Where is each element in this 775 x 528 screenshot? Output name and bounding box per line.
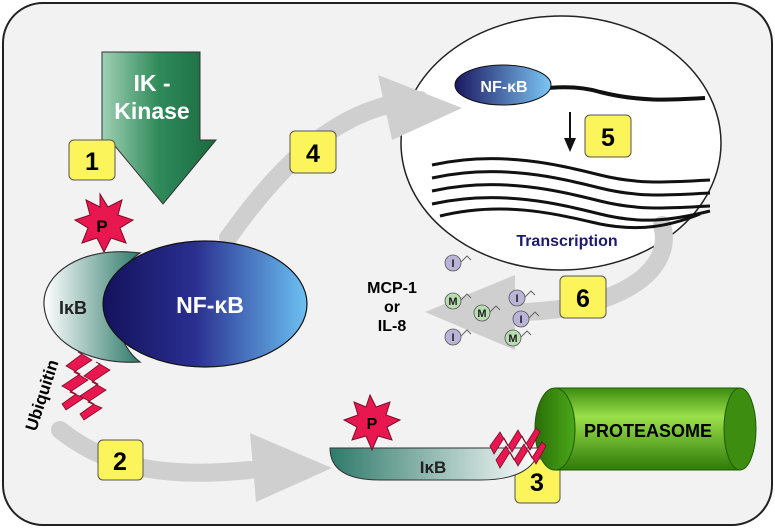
cytokine-i-3: I (512, 310, 530, 328)
svg-text:5: 5 (601, 124, 615, 152)
ikb-degrading: IκB (329, 447, 541, 481)
svg-text:IκB: IκB (420, 458, 446, 477)
ikb-label: IκB (59, 298, 87, 318)
kinase-label-line2: Kinase (114, 98, 189, 124)
down-arrow-icon (564, 112, 576, 152)
svg-text:P: P (96, 217, 107, 236)
phosphate-star-degrading: P (342, 393, 402, 452)
nfkb-label: NF-κB (176, 292, 244, 318)
transcription-label: Transcription (516, 233, 617, 250)
svg-text:2: 2 (113, 448, 127, 476)
cytokine-i-1: I (444, 254, 462, 272)
svg-text:1: 1 (85, 148, 99, 176)
step-badge-4: 4 (289, 130, 337, 174)
proteasome: PROTEASOME (534, 387, 757, 471)
svg-text:4: 4 (306, 140, 320, 168)
svg-text:MCP-1: MCP-1 (367, 280, 417, 297)
cytokine-m-1: M (444, 292, 462, 310)
svg-text:6: 6 (576, 285, 590, 313)
phosphate-star: P (73, 192, 135, 254)
step-badge-2: 2 (97, 439, 144, 481)
ubiquitin-chain-proteasome (489, 427, 547, 469)
cytokine-i-2: I (508, 289, 526, 307)
svg-text:IL-8: IL-8 (378, 318, 407, 335)
nuclear-nfkb: NF-κB (454, 64, 552, 106)
svg-text:P: P (367, 416, 378, 433)
cytokine-molecules: I M I M I M I (444, 254, 540, 347)
ikb-nfkb-complex: IκB NF-κB (43, 240, 308, 368)
svg-text:3: 3 (530, 469, 544, 497)
svg-text:I: I (451, 332, 454, 344)
cytokine-i-4: I (444, 328, 462, 346)
kinase-label-line1: IK - (133, 70, 170, 96)
cytokine-m-3: M (504, 329, 522, 347)
step-badge-5: 5 (584, 114, 632, 158)
cytokine-label: MCP-1 or IL-8 (367, 280, 417, 335)
cytokine-m-2: M (473, 304, 491, 322)
mrna-strands (431, 157, 711, 230)
nfkb-protein (102, 240, 308, 368)
svg-text:M: M (448, 296, 457, 308)
proteasome-label: PROTEASOME (584, 421, 712, 441)
svg-text:M: M (508, 333, 517, 345)
proteasome-opening (534, 387, 576, 471)
svg-text:I: I (519, 314, 522, 326)
step-badge-6: 6 (559, 275, 607, 319)
arrow-6-secretion (425, 216, 673, 350)
svg-text:I: I (451, 258, 454, 270)
svg-text:NF-κB: NF-κB (480, 79, 527, 96)
step-badge-1: 1 (68, 139, 116, 181)
svg-text:or: or (384, 299, 400, 316)
ubiquitin-chain (61, 351, 111, 421)
svg-text:I: I (515, 293, 518, 305)
nucleus (400, 15, 722, 271)
svg-text:M: M (477, 308, 486, 320)
arrow-2-degradation (51, 421, 332, 502)
